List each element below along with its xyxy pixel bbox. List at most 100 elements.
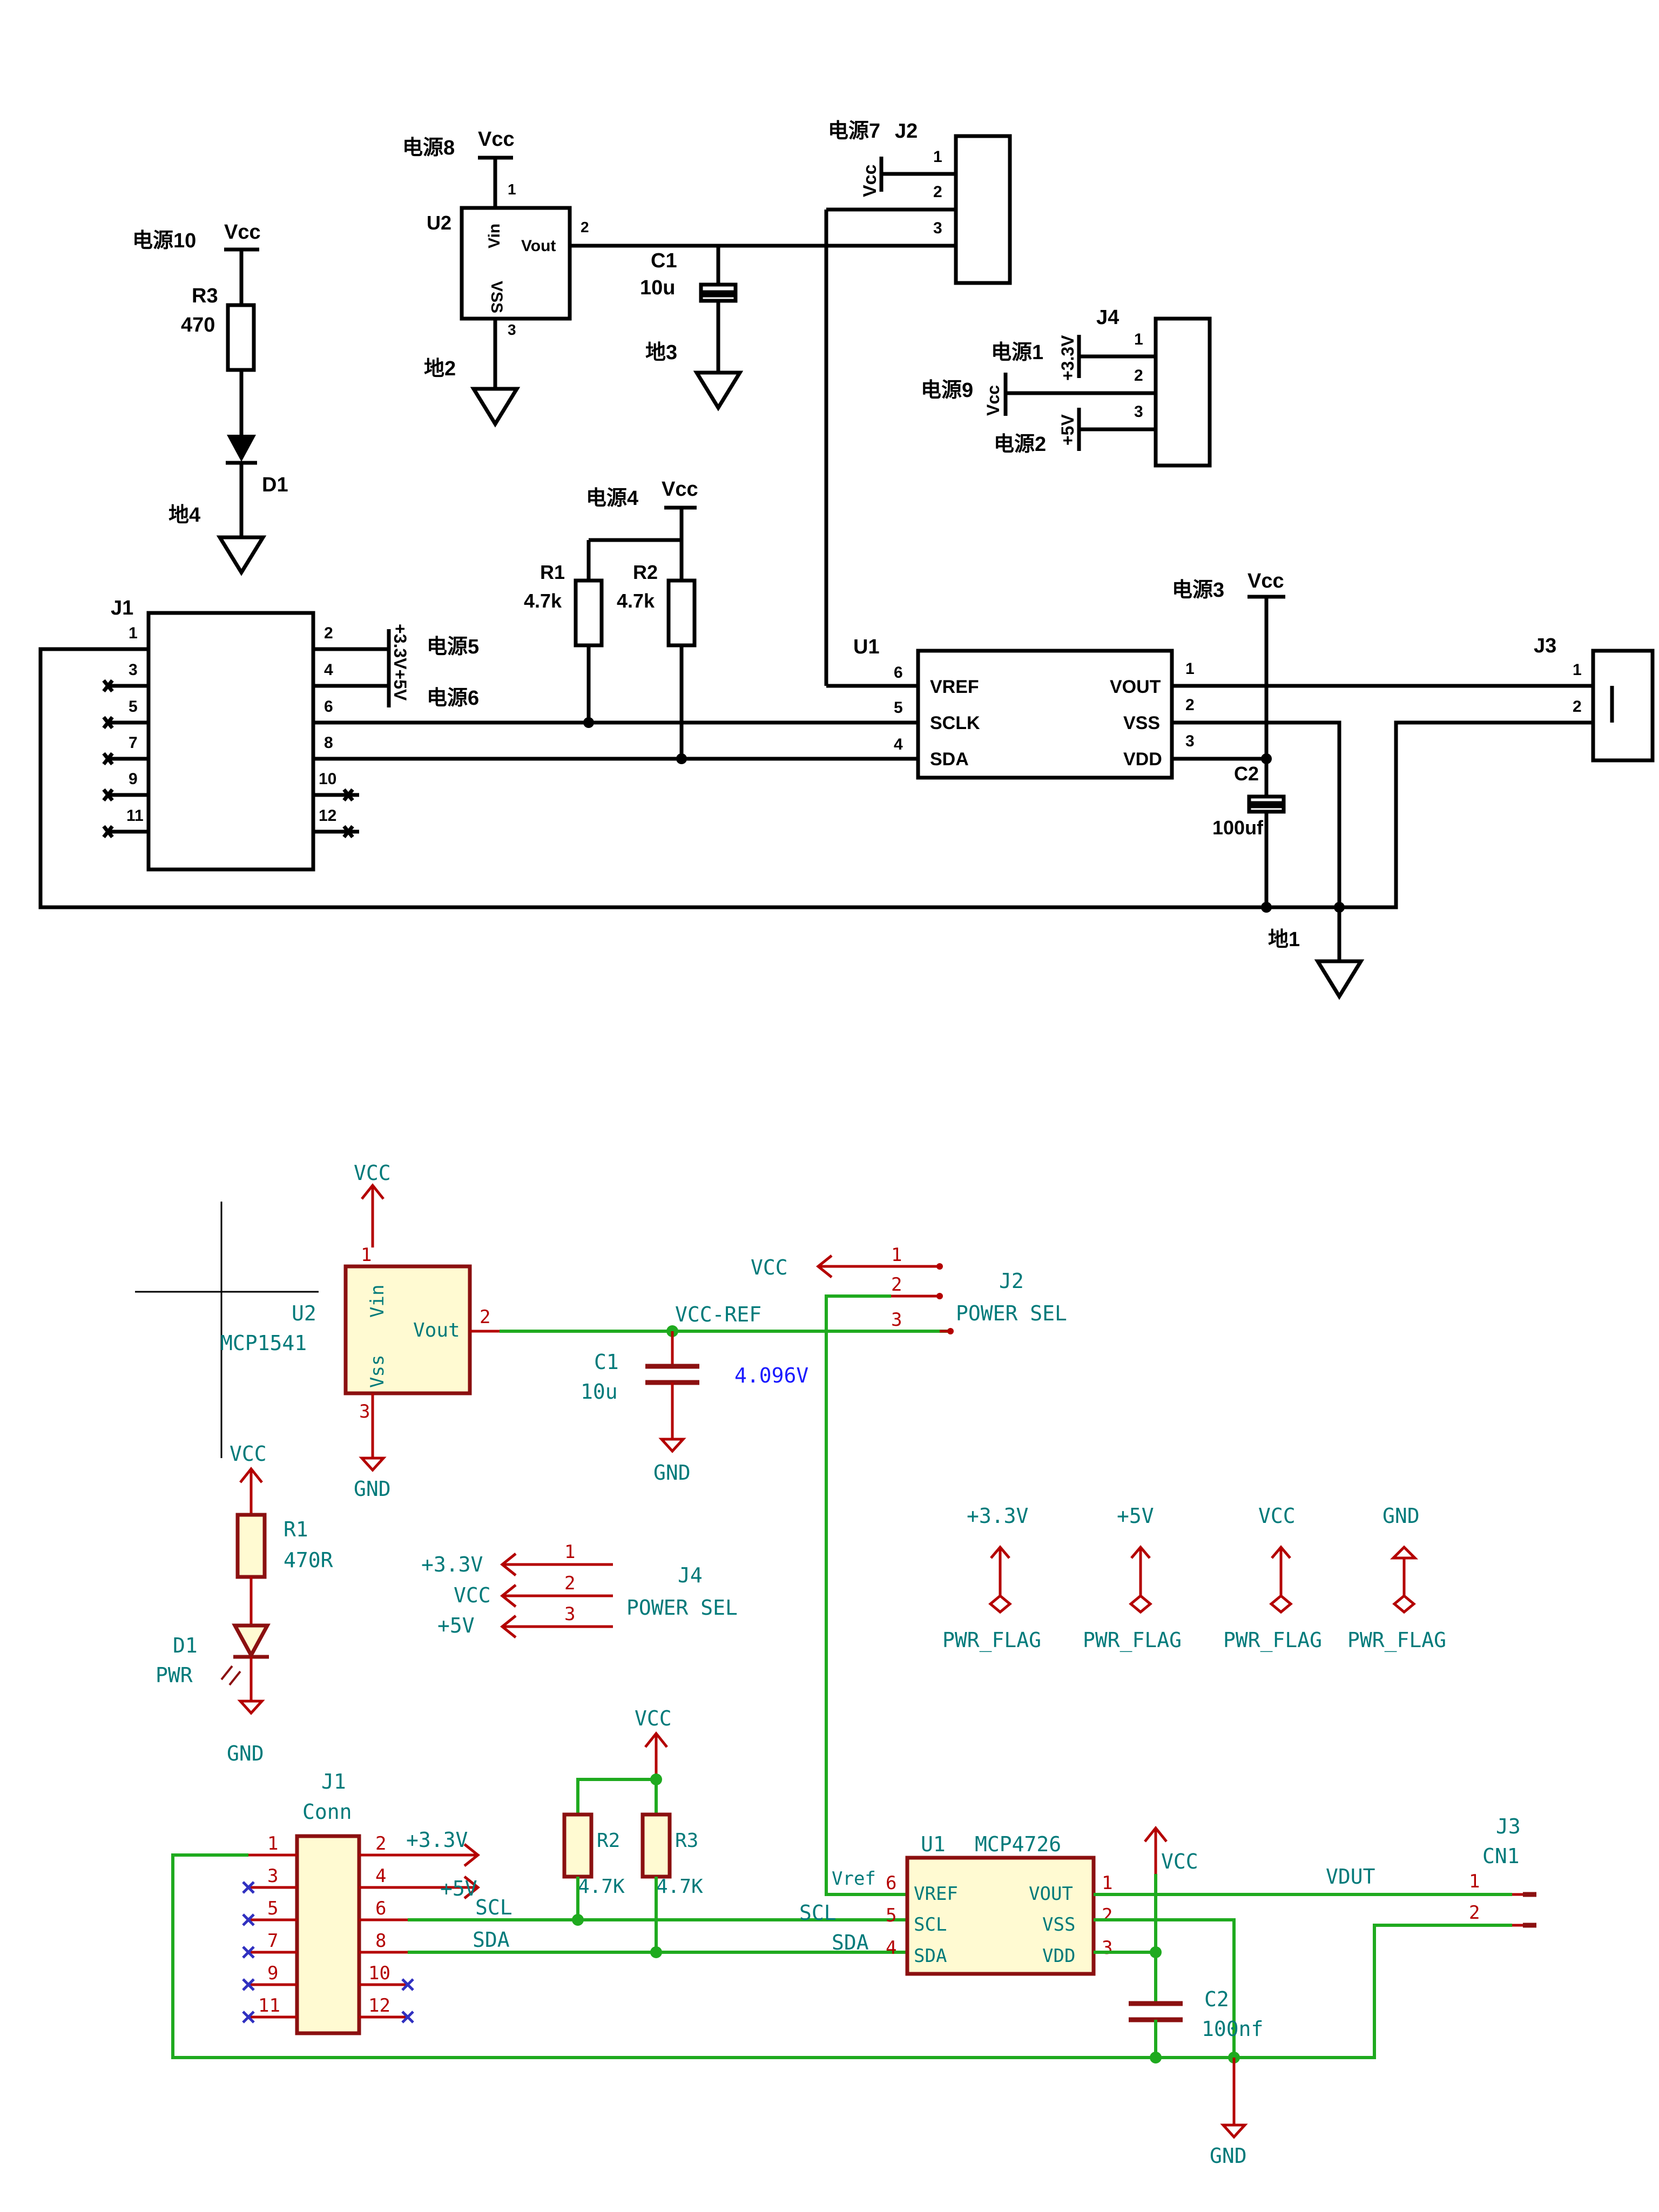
pwr-flag-symbol <box>1129 1545 1152 1614</box>
j1-ref: J1 <box>321 1770 346 1793</box>
junction-dot <box>1261 902 1272 913</box>
u1-vss-label: VSS <box>1123 713 1160 733</box>
j1-pin10: 10 <box>368 1963 390 1984</box>
u1-body <box>916 649 1174 780</box>
j4-ref: J4 <box>1096 306 1119 329</box>
u1-pin6: 6 <box>886 1872 896 1894</box>
vcc-arrow <box>815 1255 940 1278</box>
j4-pin2: 2 <box>1134 367 1143 385</box>
no-connect-marks <box>102 679 114 839</box>
c1-plate <box>699 293 738 303</box>
j2-ref: J2 <box>999 1269 1024 1293</box>
vcc-label: VCC <box>1161 1850 1198 1873</box>
j1-pin5: 5 <box>129 698 138 716</box>
sda-label: SDA <box>473 1928 510 1952</box>
c2-value: 100uf <box>1212 817 1264 839</box>
no-connect-marks <box>401 1978 414 2024</box>
c2-capacitor: 电源3 Vcc C2 100uf 地1 <box>1172 570 1365 1000</box>
d1-ref: D1 <box>262 474 288 496</box>
u1-scl-net: SCL <box>799 1901 837 1925</box>
u2-vin-label: Vin <box>485 224 503 248</box>
v33-label: +3.3V <box>1058 335 1077 381</box>
u1-vdd-label: VDD <box>1042 1945 1075 1967</box>
vcc-label: Vcc <box>224 221 261 244</box>
j2-body <box>954 134 1012 285</box>
j1-pin9: 9 <box>129 770 138 788</box>
u1-body <box>905 1856 1096 1976</box>
vout-net-label: VDUT <box>1326 1865 1375 1889</box>
ground-loop-wire <box>38 647 1593 909</box>
j1-pin4: 4 <box>375 1865 386 1887</box>
pwr-flag-label: PWR_FLAG <box>1083 1628 1182 1653</box>
vcc-arrow <box>644 1731 668 1779</box>
power-9-label: 电源9 <box>921 379 973 402</box>
ground-symbol <box>470 387 521 428</box>
j1-pin12: 12 <box>368 1995 390 2017</box>
vcc-label: VCC <box>354 1161 391 1185</box>
ground-symbol <box>1314 959 1365 1000</box>
ground-symbol <box>359 1456 387 1472</box>
power-7-label: 电源7 <box>828 120 880 143</box>
d1-led <box>232 1623 271 1660</box>
c2-capacitor: VCC C2 100nf GND <box>1129 1825 1263 2168</box>
r3-ref: R3 <box>675 1830 698 1852</box>
j2-pin3: 3 <box>933 219 942 237</box>
j1-pin8: 8 <box>375 1930 386 1952</box>
gnd-label: GND <box>227 1742 264 1765</box>
j4-body <box>1154 316 1212 468</box>
j1-conn: J1 Conn 1 3 5 7 9 11 2 4 6 <box>171 1770 1512 2059</box>
ground-symbol <box>693 370 744 412</box>
j1-v33-label: +3.3V <box>406 1828 468 1852</box>
c1-value: 10u <box>640 276 675 299</box>
vcc-arrow <box>239 1466 263 1515</box>
j3-body <box>1591 649 1655 763</box>
u1-value: MCP4726 <box>975 1832 1061 1856</box>
v33-arrow <box>408 1843 481 1867</box>
j1-pin5: 5 <box>267 1898 278 1919</box>
u1-pin4: 4 <box>886 1937 896 1959</box>
pwr-flag-label: PWR_FLAG <box>1347 1628 1446 1653</box>
flag-net-vcc: VCC <box>1258 1504 1296 1528</box>
j2-pin2: 2 <box>933 183 942 201</box>
ground-loop-wire <box>171 1853 1512 2059</box>
j2-pin-end <box>947 1328 954 1334</box>
r1-led-branch: VCC R1 470R GND D1 PWR <box>156 1442 333 1765</box>
vcc-arrow <box>361 1183 385 1247</box>
r3-value: 4.7K <box>656 1876 703 1898</box>
u1-vss-label: VSS <box>1042 1914 1075 1936</box>
pullup-bus-wire <box>576 1778 658 1815</box>
j1-value: Conn <box>302 1800 352 1824</box>
ground-1-label: 地1 <box>1268 928 1300 951</box>
ground-symbol <box>1220 2123 1248 2139</box>
u1-sda-label: SDA <box>914 1945 947 1967</box>
j2-pin1: 1 <box>933 148 942 166</box>
u2-body <box>460 206 572 321</box>
c2-plate <box>1247 804 1286 814</box>
vcc-label: Vcc <box>983 385 1003 416</box>
i2c-pullups: VCC R2 4.7K R3 4.7K <box>562 1707 703 1958</box>
j3-pin1: 1 <box>1573 661 1582 679</box>
u1-mcp4726: U1 MCP4726 Vref SCL SDA 6 5 4 VREF SCL S… <box>799 1832 1512 2058</box>
u2-body <box>343 1264 472 1395</box>
u2-regulator: 电源8 Vcc U2 1 2 3 Vin Vout VSS 地2 <box>402 128 956 428</box>
v5-arrow <box>500 1615 613 1638</box>
vcc-label: Vcc <box>478 128 515 151</box>
r3-led-branch: 电源10 Vcc R3 470 D1 地4 <box>132 221 288 576</box>
u2-pin2: 2 <box>480 1306 490 1328</box>
vref-wire <box>825 1294 918 1896</box>
r1-ref: R1 <box>284 1518 308 1541</box>
u1-dac: U1 6 5 4 VREF SCLK SDA VOUT VSS VDD 1 2 … <box>853 636 1593 907</box>
c1-plate <box>699 282 738 294</box>
j1-pin3: 3 <box>129 661 138 679</box>
j4-power-sel: +3.3V VCC +5V 1 2 3 J4 POWER SEL <box>421 1541 738 1638</box>
j2-pin-end <box>936 1293 943 1299</box>
c2-plate <box>1247 794 1286 805</box>
r1-ref: R1 <box>540 561 565 583</box>
u1-pin6: 6 <box>894 664 903 682</box>
power-6-label: 电源6 <box>427 687 479 710</box>
j4-net-v33: +3.3V <box>421 1553 483 1576</box>
u2-vout-label: Vout <box>521 237 556 255</box>
j2-connector: 电源7 J2 Vcc 1 2 3 <box>824 120 1012 688</box>
power-1-label: 电源1 <box>991 341 1043 364</box>
